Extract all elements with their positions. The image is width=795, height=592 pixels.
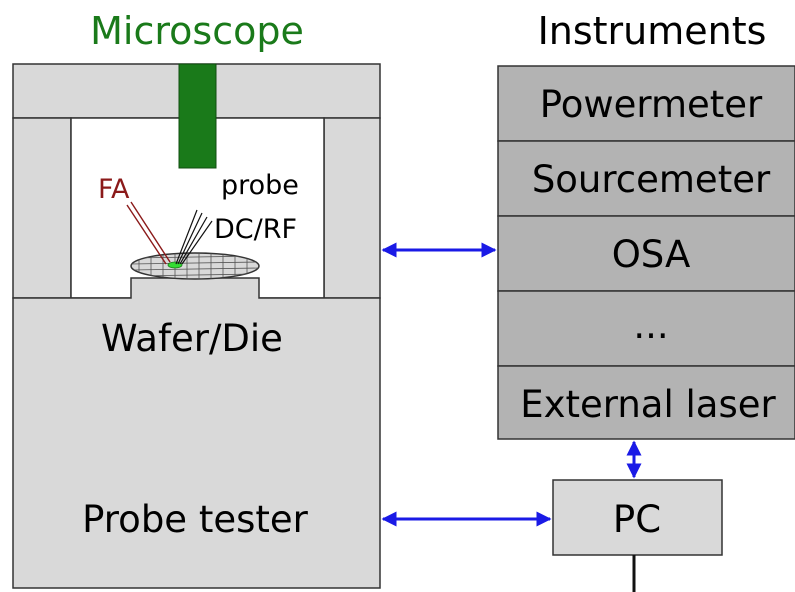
instrument-label: External laser [520,383,776,426]
instrument-label: OSA [612,233,691,276]
probe-spot [167,261,183,269]
probe-label: probe [221,170,299,201]
probe-station-left-pillar [12,117,72,299]
dc-rf-probes [175,209,213,265]
wafer-grid [131,253,259,279]
instruments-title: Instruments [538,9,767,53]
instrument-label: Powermeter [540,83,763,126]
wafer-label: Wafer/Die [101,317,283,360]
probe-tester-label: Probe tester [82,498,309,541]
pc-box [552,479,723,556]
instrument-external-laser [497,365,795,440]
pc-label: PC [613,498,661,541]
probe-station [12,63,381,589]
instrument-osa [497,215,795,292]
probe-station-right-pillar [323,117,381,299]
fiber-array [126,201,171,265]
fa-label: FA [98,174,130,205]
instrument-label: ... [633,304,668,347]
instrument-ellipsis [497,290,795,367]
probe-tester-base [12,277,381,589]
instrument-powermeter [497,65,795,142]
instruments-rack [497,65,795,440]
microscope-title: Microscope [90,9,304,53]
instrument-label: Sourcemeter [532,158,771,201]
instrument-sourcemeter [497,140,795,217]
microscope-objective [178,63,217,169]
probe-type-label: DC/RF [214,214,297,245]
